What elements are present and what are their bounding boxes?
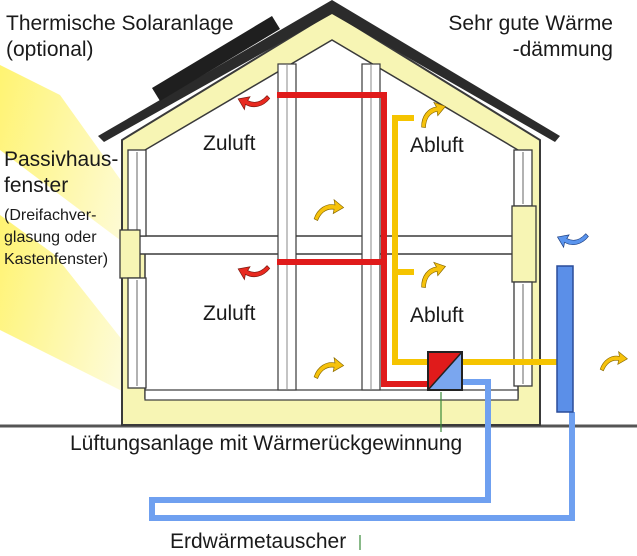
sun-ray-lower [0, 215, 150, 395]
supply-air-lower-label: Zuluft [203, 302, 256, 325]
exhaust-air-lower-label: Abluft [410, 304, 464, 327]
ground-slab [144, 389, 519, 401]
window-left-frame [119, 229, 141, 279]
exhaust-outlet-arrow-icon [599, 351, 628, 372]
window-right-frame [511, 205, 537, 283]
insulation-label-line2: -dämmung [512, 38, 613, 61]
sun-ray-upper [0, 65, 160, 255]
window-label-line2: fenster [4, 174, 69, 197]
supply-air-duct [277, 92, 428, 387]
window-label-line1: Passivhaus- [4, 148, 119, 171]
outdoor-air-intake [556, 265, 574, 413]
heat-recovery-unit [427, 351, 463, 391]
ventilation-unit-label: Lüftungsanlage mit Wärmerückgewinnung [70, 432, 463, 455]
fresh-air-intake-arrow-icon [554, 224, 590, 255]
insulation-label-line1: Sehr gute Wärme [448, 12, 613, 35]
window-label-line5: Kastenfenster) [4, 251, 109, 268]
solar-optional-label: (optional) [6, 38, 94, 61]
window-label-line4: glasung oder [4, 229, 97, 246]
exhaust-air-upper-label: Abluft [410, 134, 464, 157]
ground-heat-exchanger-label: Erdwärmetauscher [170, 530, 347, 553]
ground-heat-exchanger-duct [149, 379, 575, 521]
supply-air-upper-label: Zuluft [203, 132, 256, 155]
solar-collector [152, 16, 280, 101]
window-label-line3: (Dreifachver- [4, 207, 97, 224]
exhaust-air-duct [392, 115, 428, 365]
solar-title-label: Thermische Solaranlage [6, 12, 234, 35]
floor-slab [137, 235, 523, 255]
